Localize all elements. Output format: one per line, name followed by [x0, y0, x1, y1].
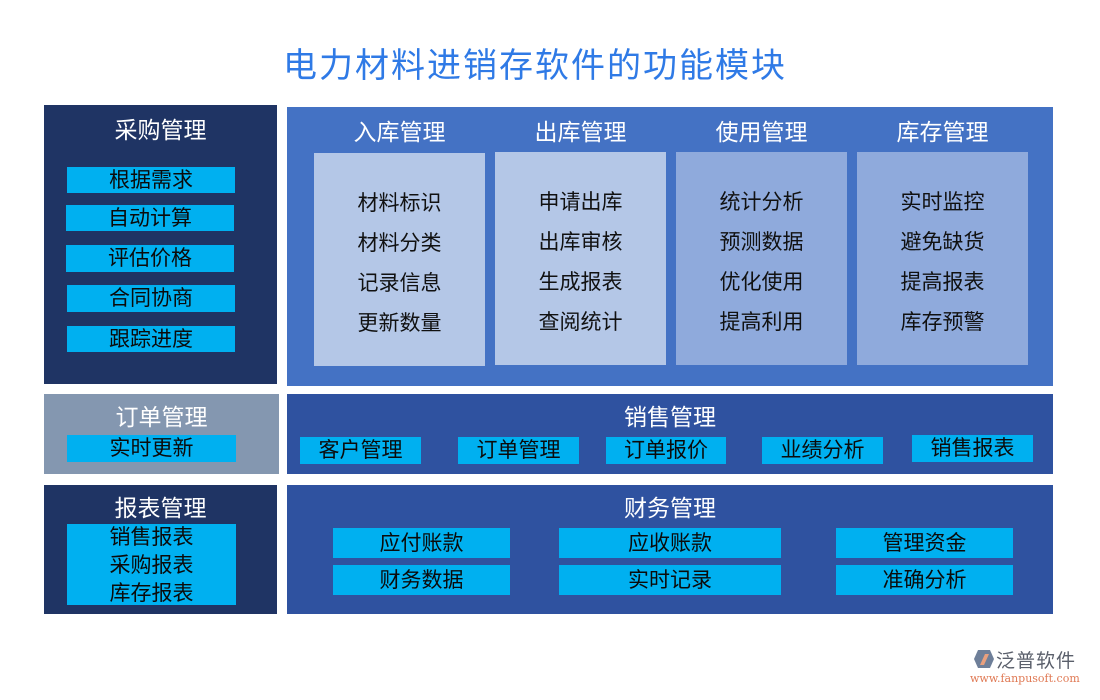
- procurement-item: 跟踪进度: [67, 326, 235, 352]
- sales-item: 销售报表: [912, 435, 1033, 462]
- inbound-title: 入库管理: [353, 120, 446, 146]
- finance-panel: 财务管理 应付账款 应收账款 管理资金 财务数据 实时记录 准确分析: [287, 485, 1053, 614]
- procurement-title: 采购管理: [114, 118, 207, 144]
- outbound-title: 出库管理: [534, 120, 627, 146]
- inventory-column: 实时监控 避免缺货 提高报表 库存预警: [857, 152, 1028, 365]
- finance-item: 实时记录: [559, 565, 781, 595]
- procurement-item: 自动计算: [66, 205, 234, 231]
- sales-title: 销售管理: [624, 405, 716, 431]
- order-panel: 订单管理 实时更新: [44, 394, 279, 474]
- usage-item: 优化使用: [719, 270, 804, 294]
- reports-item: 采购报表: [109, 553, 194, 577]
- inbound-item: 材料分类: [357, 231, 442, 255]
- reports-panel: 报表管理 销售报表 采购报表 库存报表: [44, 485, 277, 614]
- order-item: 实时更新: [67, 435, 236, 462]
- sales-item: 订单报价: [606, 437, 726, 464]
- sales-item: 订单管理: [458, 437, 579, 464]
- inventory-item: 实时监控: [900, 190, 985, 214]
- inventory-item: 避免缺货: [900, 230, 985, 254]
- page-title: 电力材料进销存软件的功能模块: [283, 46, 787, 86]
- order-title: 订单管理: [115, 405, 208, 431]
- finance-title: 财务管理: [624, 496, 716, 522]
- reports-item: 销售报表: [109, 525, 194, 549]
- fanpu-logo: 泛普软件 www.fanpusoft.com: [970, 646, 1088, 692]
- outbound-item: 出库审核: [538, 230, 623, 254]
- finance-item: 应收账款: [559, 528, 781, 558]
- fanpu-logo-icon: [974, 650, 994, 668]
- usage-item: 预测数据: [719, 230, 804, 254]
- inventory-item: 提高报表: [900, 270, 985, 294]
- finance-item: 准确分析: [836, 565, 1013, 595]
- usage-item: 统计分析: [719, 190, 804, 214]
- outbound-item: 申请出库: [538, 190, 623, 214]
- usage-column: 统计分析 预测数据 优化使用 提高利用: [676, 152, 847, 365]
- finance-item: 财务数据: [333, 565, 510, 595]
- inbound-item: 更新数量: [357, 311, 442, 335]
- inbound-column: 材料标识 材料分类 记录信息 更新数量: [314, 153, 485, 366]
- outbound-column: 申请出库 出库审核 生成报表 查阅统计: [495, 152, 666, 365]
- procurement-item: 评估价格: [66, 245, 234, 272]
- fanpu-url: www.fanpusoft.com: [970, 672, 1080, 685]
- finance-item: 管理资金: [836, 528, 1013, 558]
- inbound-item: 记录信息: [357, 271, 442, 295]
- finance-item: 应付账款: [333, 528, 510, 558]
- outbound-item: 查阅统计: [538, 310, 623, 334]
- usage-item: 提高利用: [719, 310, 804, 334]
- inventory-item: 库存预警: [900, 310, 985, 334]
- sales-item: 客户管理: [300, 437, 421, 464]
- sales-item: 业绩分析: [762, 437, 883, 464]
- outbound-item: 生成报表: [538, 270, 623, 294]
- inventory-title: 库存管理: [896, 120, 989, 146]
- inbound-item: 材料标识: [357, 191, 442, 215]
- procurement-item: 合同协商: [67, 285, 235, 312]
- reports-title: 报表管理: [114, 496, 207, 522]
- reports-item: 库存报表: [109, 581, 194, 605]
- procurement-item: 根据需求: [67, 167, 235, 193]
- fanpu-brand: 泛普软件: [996, 650, 1077, 672]
- procurement-panel: 采购管理 根据需求 自动计算 评估价格 合同协商 跟踪进度: [44, 105, 277, 384]
- sales-panel: 销售管理 客户管理 订单管理 订单报价 业绩分析 销售报表: [287, 394, 1053, 474]
- warehouse-panel: 入库管理 出库管理 使用管理 库存管理 材料标识 材料分类 记录信息 更新数量 …: [287, 107, 1053, 386]
- usage-title: 使用管理: [715, 120, 808, 146]
- reports-list: 销售报表 采购报表 库存报表: [67, 524, 236, 605]
